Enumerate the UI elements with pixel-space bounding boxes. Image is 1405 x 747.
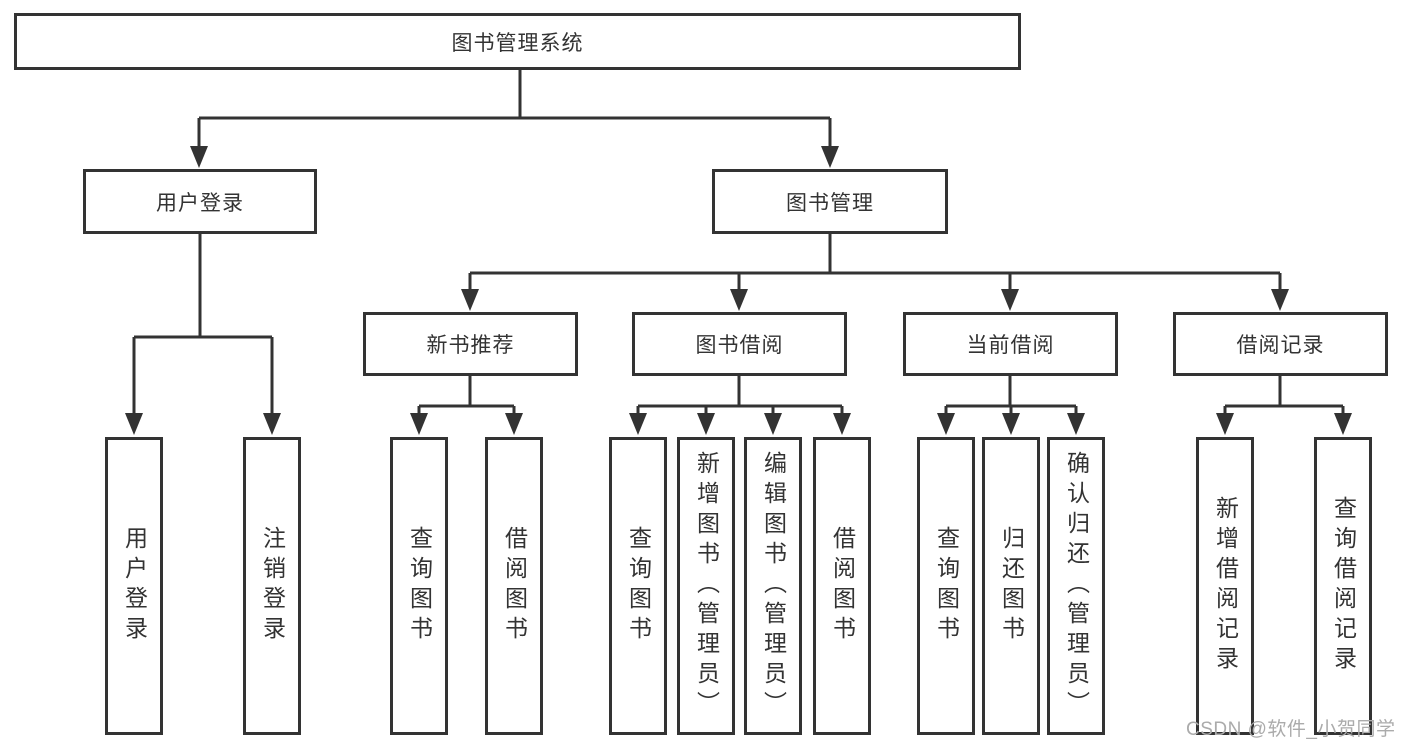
node-leaf-bb-query-books-label: 查询图书	[625, 526, 652, 646]
arrowhead	[461, 289, 479, 311]
csdn-watermark: CSDN @软件_小贺同学	[1186, 719, 1396, 740]
node-current-borrow-label: 当前借阅	[966, 334, 1055, 357]
node-leaf-rec-query-books-label: 查询图书	[406, 526, 433, 646]
node-leaf-bb-edit-books-label: 编辑图书（管理员）	[760, 451, 787, 721]
arrowheads	[125, 146, 1352, 435]
node-leaf-cb-confirm-return-label: 确认归还（管理员）	[1063, 451, 1090, 721]
node-leaf-cb-query-books-label: 查询图书	[933, 526, 960, 646]
node-leaf-cb-return-books: 归还图书	[982, 437, 1040, 735]
node-new-book-recommend-label: 新书推荐	[426, 334, 515, 357]
connector-book-borrow-to-leaves	[636, 376, 844, 418]
node-root-label: 图书管理系统	[451, 31, 584, 55]
node-user-login-label: 用户登录	[156, 191, 244, 215]
connector-current-borrow-to-leaves	[944, 376, 1078, 418]
connector-new-book-rec-to-leaves	[417, 376, 516, 418]
arrowhead	[821, 146, 839, 168]
node-leaf-rec-query-books: 查询图书	[390, 437, 448, 735]
connector-root-to-level2	[197, 70, 832, 150]
arrowhead	[263, 413, 281, 435]
node-leaf-br-add-record: 新增借阅记录	[1196, 437, 1254, 735]
node-leaf-user-login-label: 用户登录	[121, 526, 148, 646]
node-leaf-bb-add-books: 新增图书（管理员）	[677, 437, 735, 735]
arrowhead	[730, 289, 748, 311]
arrowhead	[697, 413, 715, 435]
node-new-book-recommend: 新书推荐	[363, 312, 578, 376]
node-leaf-cb-return-books-label: 归还图书	[998, 526, 1025, 646]
connector-borrow-records-to-leaves	[1223, 376, 1345, 418]
node-borrow-records-label: 借阅记录	[1236, 334, 1325, 357]
node-leaf-rec-borrow-books: 借阅图书	[485, 437, 543, 735]
node-leaf-bb-borrow-books: 借阅图书	[813, 437, 871, 735]
node-leaf-bb-borrow-books-label: 借阅图书	[829, 526, 856, 646]
node-leaf-cb-confirm-return: 确认归还（管理员）	[1047, 437, 1105, 735]
node-leaf-bb-add-books-label: 新增图书（管理员）	[693, 451, 720, 721]
node-leaf-user-login: 用户登录	[105, 437, 163, 735]
arrowhead	[125, 413, 143, 435]
arrowhead	[410, 413, 428, 435]
node-leaf-br-query-record-label: 查询借阅记录	[1330, 496, 1357, 676]
node-user-login: 用户登录	[83, 169, 317, 234]
arrowhead	[190, 146, 208, 168]
arrowhead	[833, 413, 851, 435]
arrowhead	[1067, 413, 1085, 435]
node-leaf-br-query-record: 查询借阅记录	[1314, 437, 1372, 735]
node-book-management: 图书管理	[712, 169, 948, 234]
arrowhead	[505, 413, 523, 435]
node-current-borrow: 当前借阅	[903, 312, 1118, 376]
arrowhead	[1216, 413, 1234, 435]
node-leaf-logout-label: 注销登录	[259, 526, 286, 646]
node-book-management-label: 图书管理	[786, 191, 874, 215]
arrowhead	[1271, 289, 1289, 311]
node-borrow-records: 借阅记录	[1173, 312, 1388, 376]
node-leaf-bb-edit-books: 编辑图书（管理员）	[744, 437, 802, 735]
node-leaf-bb-query-books: 查询图书	[609, 437, 667, 735]
node-leaf-br-add-record-label: 新增借阅记录	[1212, 496, 1239, 676]
node-leaf-logout: 注销登录	[243, 437, 301, 735]
arrowhead	[764, 413, 782, 435]
node-leaf-rec-borrow-books-label: 借阅图书	[501, 526, 528, 646]
node-book-borrow: 图书借阅	[632, 312, 847, 376]
node-root: 图书管理系统	[14, 13, 1021, 70]
node-book-borrow-label: 图书借阅	[695, 334, 784, 357]
connector-book-mgmt-to-level3	[468, 234, 1282, 293]
arrowhead	[937, 413, 955, 435]
arrowhead	[1002, 413, 1020, 435]
arrowhead	[1001, 289, 1019, 311]
arrowhead	[1334, 413, 1352, 435]
connector-user-login-to-leaves	[132, 234, 274, 418]
arrowhead	[629, 413, 647, 435]
node-leaf-cb-query-books: 查询图书	[917, 437, 975, 735]
